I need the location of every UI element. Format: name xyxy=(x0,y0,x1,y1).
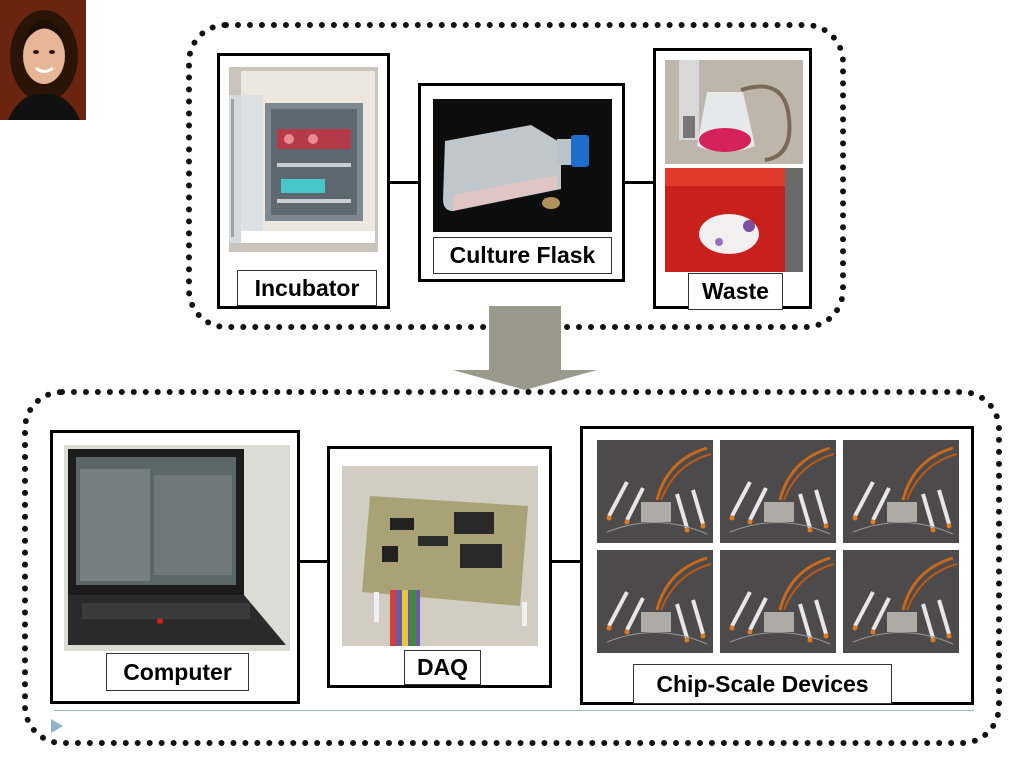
connector-incubator-flask xyxy=(378,181,436,184)
presenter-photo xyxy=(0,0,86,120)
transition-arrow-icon xyxy=(453,306,597,390)
computer-label: Computer xyxy=(106,653,249,691)
waste-bin-photo xyxy=(665,168,803,272)
connector-flask-waste xyxy=(610,181,666,184)
incubator-photo xyxy=(229,67,378,252)
chip-device-4 xyxy=(597,548,715,655)
chip-device-5 xyxy=(718,548,838,655)
waste-box: Waste xyxy=(653,48,812,310)
chip-scale-devices-label: Chip-Scale Devices xyxy=(633,664,892,704)
daq-box: DAQ xyxy=(327,446,552,688)
chip-scale-devices-box: Chip-Scale Devices xyxy=(580,426,974,705)
computer-box: Computer xyxy=(50,430,300,704)
connector-daq-chips xyxy=(549,560,582,563)
chip-device-1 xyxy=(597,440,715,545)
chip-device-3 xyxy=(841,440,959,545)
bottom-separator xyxy=(54,710,974,711)
chip-platform-group xyxy=(22,389,1002,746)
waste-label: Waste xyxy=(688,273,783,310)
chip-device-6 xyxy=(841,548,959,655)
play-marker-icon xyxy=(51,719,63,733)
daq-photo xyxy=(342,466,538,646)
culture-flask-box: Culture Flask xyxy=(418,83,625,282)
culture-flask-photo xyxy=(433,99,612,232)
computer-photo xyxy=(64,445,290,651)
culture-flask-label: Culture Flask xyxy=(433,237,612,274)
chip-device-2 xyxy=(718,440,838,545)
daq-label: DAQ xyxy=(404,650,481,685)
incubator-label: Incubator xyxy=(237,270,377,306)
chip-devices-photo-grid xyxy=(597,440,959,655)
connector-computer-daq xyxy=(298,560,330,563)
incubator-box: Incubator xyxy=(217,53,390,309)
waste-aspirator-photo xyxy=(665,60,803,164)
